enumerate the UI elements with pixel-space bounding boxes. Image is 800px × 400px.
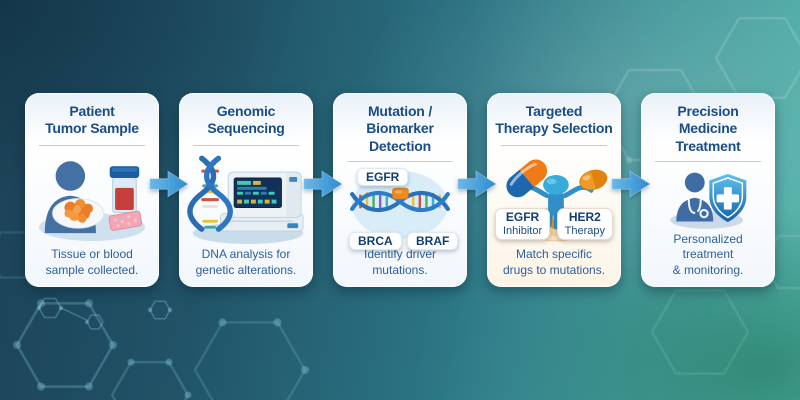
pill-capsule-icon: [506, 159, 548, 198]
therapy-chip-line2: Therapy: [564, 224, 605, 237]
therapy-chip-line2: Inhibitor: [503, 224, 543, 237]
therapy-chip-her2-therapy: HER2 Therapy: [556, 208, 613, 241]
divider: [501, 145, 607, 146]
tumor-sample-icon: [52, 198, 105, 229]
divider: [655, 161, 761, 163]
step-caption: DNA analysis for genetic alterations.: [195, 247, 297, 278]
antibody-head: [543, 175, 569, 195]
highlight-ellipse: [352, 171, 448, 239]
step-card-mutation-biomarker-detection: Mutation / Biomarker Detection: [333, 93, 467, 287]
step-title: Patient Tumor Sample: [45, 103, 139, 137]
step-card-precision-medicine-treatment: Precision Medicine Treatment: [641, 93, 775, 287]
mutation-detection-illustration: EGFR BRCA BRAF: [339, 166, 461, 251]
patient-sample-illustration: [31, 150, 153, 245]
divider: [347, 161, 453, 163]
step-caption: Match specific drugs to mutations.: [502, 247, 606, 278]
right-arrow-icon: [149, 170, 189, 198]
sequencing-illustration: [185, 150, 307, 245]
step-title: Targeted Therapy Selection: [495, 103, 613, 137]
step-caption: Identify driver mutations.: [363, 247, 437, 278]
step-title: Genomic Sequencing: [207, 103, 285, 137]
step-card-genomic-sequencing: Genomic Sequencing: [179, 93, 313, 287]
mutation-marker-icon: [392, 187, 409, 200]
right-arrow-icon: [611, 170, 651, 198]
tissue-sample-icon: [108, 210, 143, 231]
gene-chip-brca: BRCA: [349, 232, 402, 251]
step-title: Precision Medicine Treatment: [675, 103, 741, 154]
step-card-patient-tumor-sample: Patient Tumor Sample: [25, 93, 159, 287]
therapy-chip-line1: EGFR: [505, 210, 540, 224]
oval-pill-icon: [579, 169, 608, 191]
flow-arrow: [149, 93, 189, 287]
sequencer-machine-icon: [219, 171, 304, 232]
step-title: Mutation / Biomarker Detection: [366, 103, 434, 154]
dna-helix-icon: [187, 155, 233, 232]
step-caption: Personalized treatment & monitoring.: [672, 231, 744, 278]
dna-strand-horizontal-icon: [350, 191, 450, 213]
treatment-illustration: [647, 166, 769, 229]
therapy-selection-illustration: EGFR Inhibitor HER2 Therapy: [493, 150, 615, 245]
step-card-targeted-therapy-selection: Targeted Therapy Selection: [487, 93, 621, 287]
flow-arrow: [457, 93, 497, 287]
shield-cross-icon: [709, 174, 747, 223]
stethoscope-icon: [687, 198, 709, 219]
step-caption: Tissue or blood sample collected.: [45, 247, 139, 278]
therapy-chip-line1: HER2: [568, 210, 601, 224]
right-arrow-icon: [303, 170, 343, 198]
flow-arrow: [303, 93, 343, 287]
gene-chip-egfr: EGFR: [357, 168, 409, 187]
therapy-chip-egfr-inhibitor: EGFR Inhibitor: [495, 208, 551, 241]
specimen-jar-icon: [109, 166, 140, 213]
flow-arrow: [611, 93, 651, 287]
divider: [193, 145, 299, 146]
gene-chip-braf: BRAF: [407, 232, 459, 251]
divider: [39, 145, 145, 146]
right-arrow-icon: [457, 170, 497, 198]
